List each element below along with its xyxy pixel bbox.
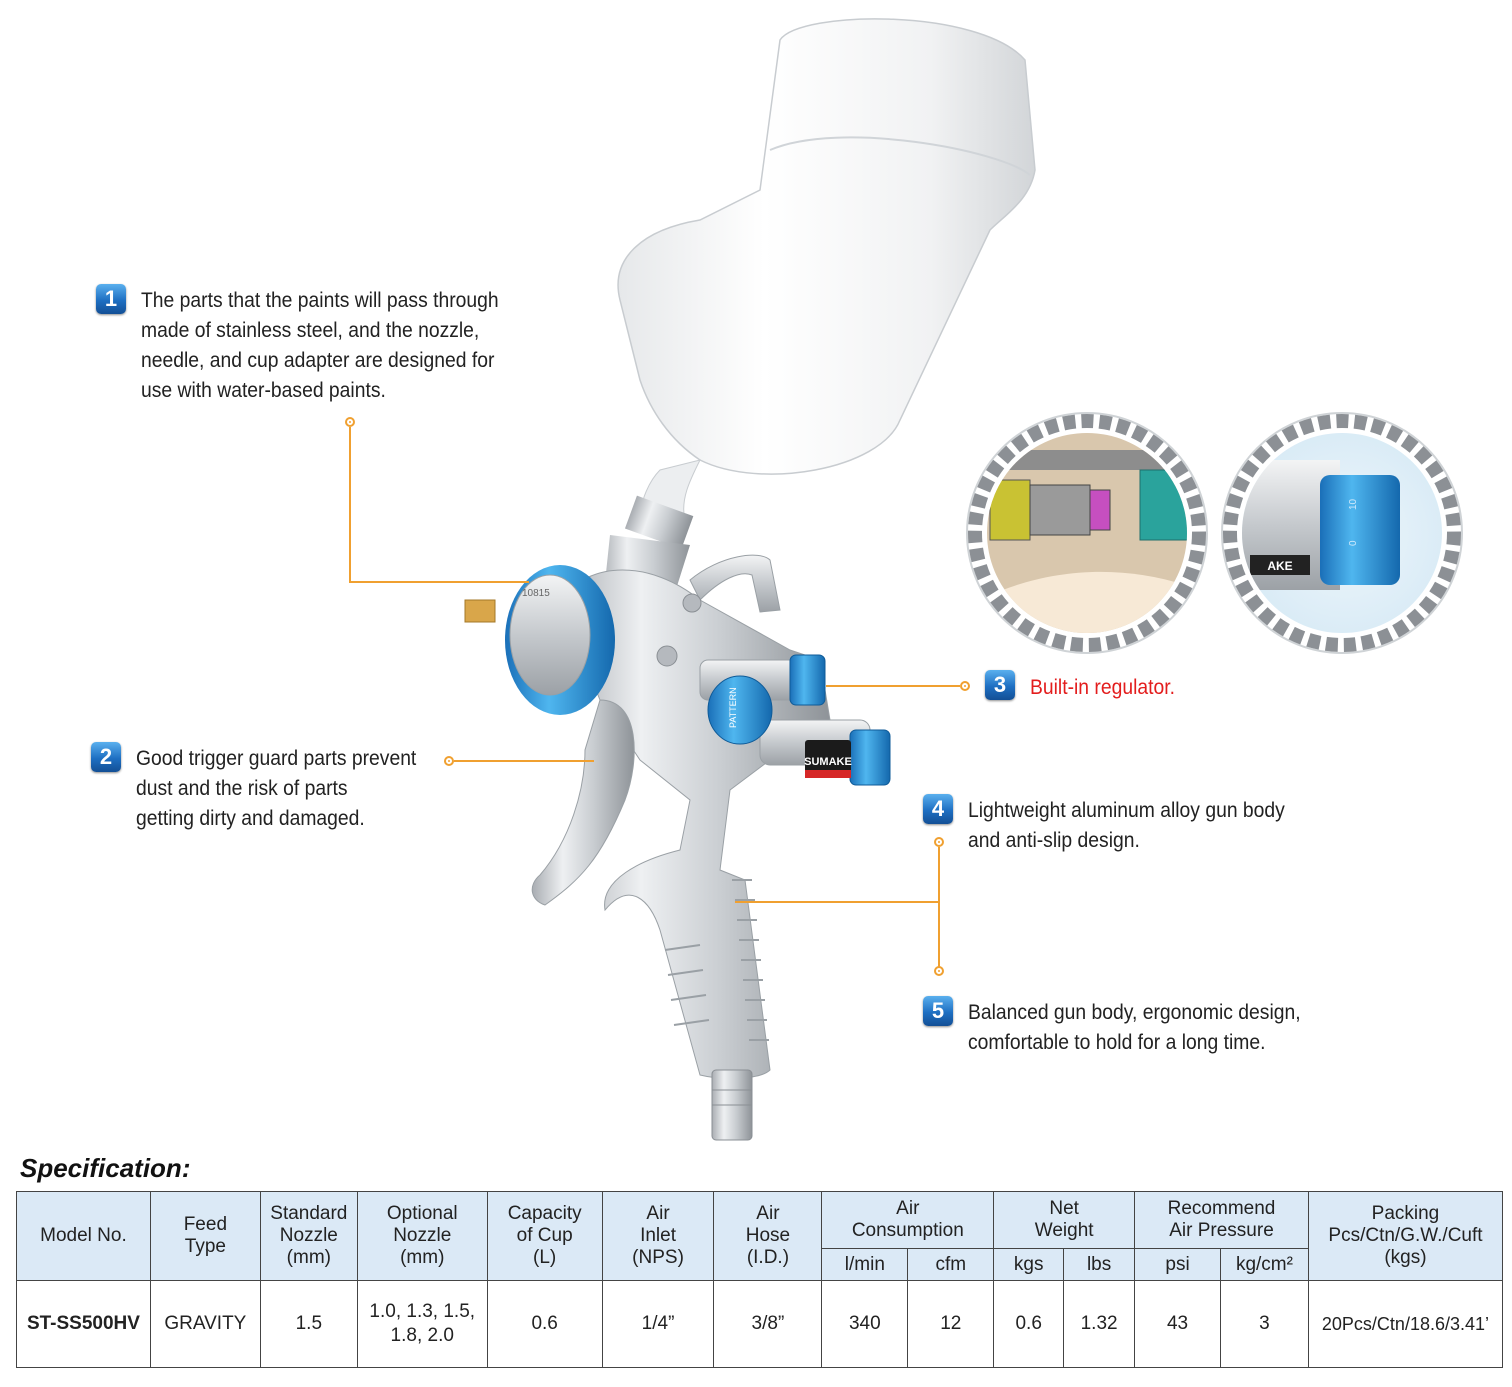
- feature-5-text: Balanced gun body, ergonomic design, com…: [968, 1001, 1301, 1054]
- cell-capacity: 0.6: [486, 1280, 603, 1368]
- inset-regulator-knob: AKE 10 0: [1221, 412, 1463, 654]
- cell-psi: 43: [1134, 1280, 1221, 1368]
- badge-1: 1: [96, 284, 126, 314]
- th-unit-psi: psi: [1134, 1248, 1221, 1281]
- th-model: Model No.: [16, 1191, 151, 1281]
- callout-dot-1: [345, 417, 355, 427]
- spray-gun-illustration: 10815 PATTERN SUMAKE: [464, 18, 1463, 1141]
- feature-2-text: Good trigger guard parts prevent dust an…: [136, 747, 417, 830]
- callout-line-4-vertical: [938, 847, 940, 967]
- callout-line-3: [826, 685, 960, 687]
- cell-kgs: 0.6: [993, 1280, 1065, 1368]
- inset-scale-10: 10: [1348, 498, 1359, 510]
- badge-5: 5: [923, 996, 953, 1026]
- pattern-mark: PATTERN: [728, 687, 738, 728]
- inset-scale-0: 0: [1348, 540, 1359, 546]
- air-inlet-fitting: [711, 1069, 753, 1141]
- cell-air-inlet: 1/4”: [601, 1280, 715, 1368]
- cell-lbs: 1.32: [1063, 1280, 1136, 1368]
- nozzle-mark: 10815: [522, 588, 550, 599]
- nozzle-air-cap: 10815: [464, 565, 615, 715]
- inset-regulator-cutaway: [966, 412, 1208, 654]
- grip-ribs: [664, 879, 769, 1041]
- pattern-knob: PATTERN: [707, 675, 773, 745]
- callout-dot-2: [444, 756, 454, 766]
- cell-cfm: 12: [907, 1280, 995, 1368]
- brand-label: SUMAKE: [804, 740, 852, 778]
- table-row: ST-SS500HV GRAVITY 1.5 1.0, 1.3, 1.5,1.8…: [16, 1280, 1504, 1368]
- feature-4-text: Lightweight aluminum alloy gun body and …: [968, 799, 1285, 852]
- cell-opt-nozzle: 1.0, 1.3, 1.5,1.8, 2.0: [356, 1280, 488, 1368]
- callout-dot-4: [934, 837, 944, 847]
- cell-packing: 20Pcs/Ctn/18.6/3.41’: [1307, 1280, 1504, 1368]
- th-unit-lbs: lbs: [1063, 1248, 1136, 1281]
- callout-dot-3: [960, 681, 970, 691]
- cell-model: ST-SS500HV: [16, 1280, 151, 1368]
- badge-2: 2: [91, 742, 121, 772]
- th-unit-cfm: cfm: [907, 1248, 995, 1281]
- callout-dot-5: [934, 966, 944, 976]
- th-unit-kgs: kgs: [993, 1248, 1065, 1281]
- feature-1-text: The parts that the paints will pass thro…: [141, 289, 499, 402]
- cell-std-nozzle: 1.5: [259, 1280, 358, 1368]
- callout-line-4-horizontal: [735, 901, 939, 903]
- regulator-knob: [789, 654, 826, 706]
- cell-lmin: 340: [821, 1280, 909, 1368]
- callout-line-1-vertical: [349, 427, 351, 583]
- fluid-knob: [849, 729, 891, 786]
- callout-line-1-horizontal: [349, 581, 529, 583]
- spec-title: Specification:: [20, 1153, 191, 1183]
- feature-3-text: Built-in regulator.: [1030, 676, 1175, 699]
- cell-air-hose: 3/8”: [713, 1280, 823, 1368]
- brand-text: SUMAKE: [804, 756, 852, 768]
- th-unit-kgcm: kg/cm²: [1219, 1248, 1309, 1281]
- cell-feed: GRAVITY: [149, 1280, 261, 1368]
- cell-kgcm: 3: [1219, 1280, 1309, 1368]
- paint-cup: [617, 18, 1036, 521]
- callout-line-2: [454, 760, 594, 762]
- trigger: [531, 699, 635, 906]
- inset-brand-text: AKE: [1267, 559, 1292, 573]
- badge-3: 3: [985, 670, 1015, 700]
- th-unit-lmin: l/min: [821, 1248, 909, 1281]
- badge-4: 4: [923, 794, 953, 824]
